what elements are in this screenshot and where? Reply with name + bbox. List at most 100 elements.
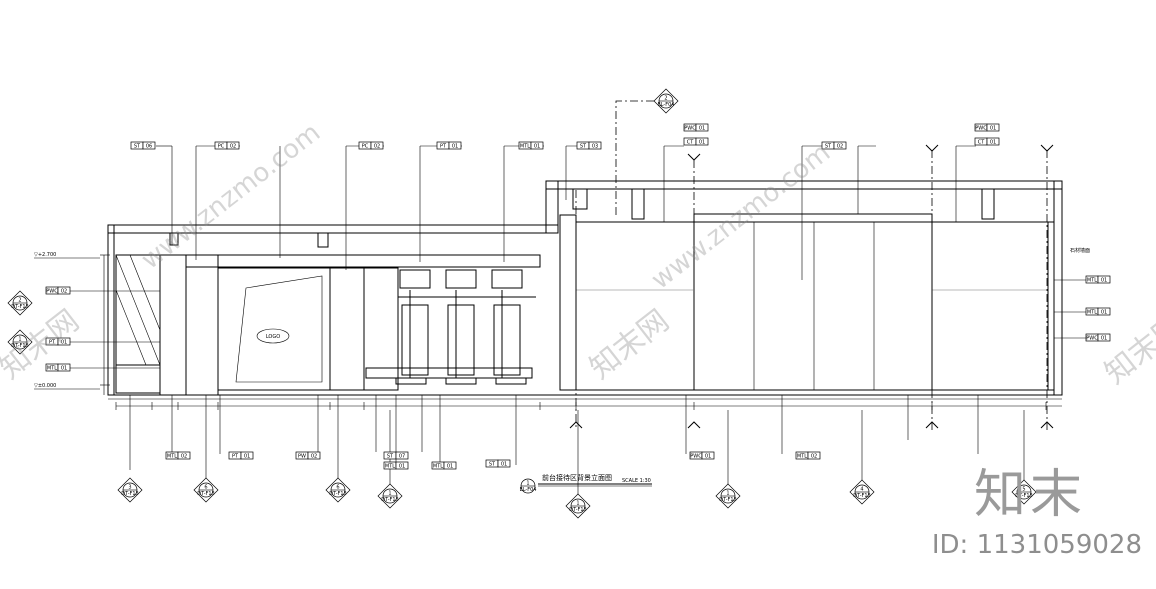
svg-text:PT: PT xyxy=(49,340,56,346)
svg-text:02: 02 xyxy=(374,144,380,150)
svg-text:6: 6 xyxy=(204,485,207,491)
svg-text:01: 01 xyxy=(699,126,705,132)
cabinet-doors xyxy=(365,269,536,385)
stone-column xyxy=(329,267,399,391)
material-tag: MTL 01 xyxy=(383,461,409,470)
svg-text:01: 01 xyxy=(447,464,453,470)
material-tag: PW 02 xyxy=(295,451,321,460)
svg-text:01: 01 xyxy=(1101,278,1107,284)
image-id: ID: 1131059028 xyxy=(931,530,1142,560)
ceiling-slab xyxy=(107,180,1063,396)
svg-text:DT-F13: DT-F13 xyxy=(853,493,871,499)
svg-text:01: 01 xyxy=(705,454,711,460)
material-tag: ST 01 xyxy=(485,459,511,468)
svg-text:2: 2 xyxy=(18,298,21,304)
svg-text:01: 01 xyxy=(61,366,67,372)
right-wall-section: 石材墙面 xyxy=(559,213,1090,391)
svg-text:MTL: MTL xyxy=(520,144,530,150)
material-tag: MTL 01 xyxy=(1085,307,1111,316)
material-tag: ST 03 xyxy=(576,141,602,150)
svg-text:1: 1 xyxy=(726,491,729,497)
svg-text:ST: ST xyxy=(134,144,141,150)
svg-text:PWC: PWC xyxy=(975,126,987,132)
material-tag: PC 02 xyxy=(358,141,384,150)
brand-watermark: 知末 xyxy=(973,465,1086,525)
svg-text:2: 2 xyxy=(664,96,667,102)
material-tag: MTL 02 xyxy=(795,451,821,460)
elevation-bottom: ▽±0.000 xyxy=(34,383,56,389)
svg-text:02: 02 xyxy=(811,454,817,460)
svg-text:5: 5 xyxy=(1022,487,1025,493)
material-tag: PWC 01 xyxy=(683,123,709,132)
svg-text:02: 02 xyxy=(311,454,317,460)
svg-text:1: 1 xyxy=(576,501,579,507)
svg-text:DT-F13: DT-F13 xyxy=(121,491,139,497)
svg-text:07: 07 xyxy=(399,454,405,460)
top-material-tags: ST 06 PC 02 PC 02 PT 01 MTL 01 ST 03 xyxy=(130,123,1000,150)
right-material-tags: MTL 01 MTL 01 PWC 01 xyxy=(1054,275,1111,342)
svg-text:DT-F13: DT-F13 xyxy=(11,304,29,310)
title-bubble: 1 EL-F04 xyxy=(520,478,537,494)
svg-text:MTL: MTL xyxy=(167,454,177,460)
svg-text:EL-F04: EL-F04 xyxy=(520,487,537,493)
svg-text:PT: PT xyxy=(232,454,239,460)
svg-text:CT: CT xyxy=(687,140,694,146)
svg-text:01: 01 xyxy=(244,454,250,460)
svg-text:PC: PC xyxy=(218,144,225,150)
svg-text:ST: ST xyxy=(580,144,587,150)
svg-text:ST: ST xyxy=(387,454,394,460)
material-tag: MTL 01 xyxy=(431,461,457,470)
svg-text:01: 01 xyxy=(534,144,540,150)
svg-text:DT-F13: DT-F13 xyxy=(197,491,215,497)
svg-text:02: 02 xyxy=(181,454,187,460)
logo-label: LOGO xyxy=(266,334,280,340)
section-bubble: 2 DT-F13 xyxy=(7,290,33,316)
svg-text:PWC: PWC xyxy=(46,289,58,295)
svg-text:DT-F13: DT-F13 xyxy=(569,507,587,513)
watermarks: www.znzmo.com www.znzmo.com 知末网 知末网 知末网 xyxy=(0,118,1156,392)
material-tag: PWC 01 xyxy=(974,123,1000,132)
material-tag: PT 01 xyxy=(228,451,254,460)
section-bubble: 6 DT-F13 xyxy=(193,477,219,503)
svg-text:01: 01 xyxy=(452,144,458,150)
watermark-site: www.znzmo.com xyxy=(646,138,836,296)
svg-text:MTL: MTL xyxy=(47,366,57,372)
svg-text:01: 01 xyxy=(990,140,996,146)
svg-text:MTL: MTL xyxy=(1087,278,1097,284)
section-lines xyxy=(569,100,1054,430)
drawing-title: 前台接待区背景立面图 SCALE 1:30 xyxy=(538,473,652,487)
material-tag: CT 01 xyxy=(974,137,1000,146)
material-tag: PWC 02 xyxy=(45,286,71,295)
svg-text:02: 02 xyxy=(61,289,67,295)
svg-text:PC: PC xyxy=(362,144,369,150)
material-tag: ST 06 xyxy=(130,141,156,150)
leader-lines-top xyxy=(156,145,976,280)
section-bubble: 1 DT-F13 xyxy=(565,493,591,519)
svg-text:1: 1 xyxy=(526,481,529,487)
svg-text:1: 1 xyxy=(388,491,391,497)
svg-text:DT-F13: DT-F13 xyxy=(381,497,399,503)
section-bubble: 6 DT-F13 xyxy=(325,477,351,503)
svg-text:MTL: MTL xyxy=(1087,310,1097,316)
svg-text:3: 3 xyxy=(128,485,131,491)
svg-text:DT-F13: DT-F13 xyxy=(1015,493,1033,499)
left-wall-section xyxy=(100,254,219,396)
svg-text:ST: ST xyxy=(489,462,496,468)
svg-text:4: 4 xyxy=(860,487,863,493)
logo-wall: LOGO xyxy=(217,267,331,391)
material-tag: PT 01 xyxy=(45,337,71,346)
detail-bubbles: 2 EL-F04 2 DT-F13 1 DT-F13 3 DT-F13 xyxy=(7,88,1037,519)
right-note: 石材墙面 xyxy=(1070,247,1090,254)
material-tag: PT 01 xyxy=(436,141,462,150)
material-tag: PWC 01 xyxy=(689,451,715,460)
svg-text:MTL: MTL xyxy=(385,464,395,470)
svg-text:CT: CT xyxy=(978,140,985,146)
watermark-cn: 知末网 xyxy=(1098,308,1156,391)
svg-text:ST: ST xyxy=(825,144,832,150)
svg-text:01: 01 xyxy=(1101,310,1107,316)
svg-text:PWC: PWC xyxy=(690,454,702,460)
svg-text:DT-F13: DT-F13 xyxy=(329,491,347,497)
svg-text:PWC: PWC xyxy=(684,126,696,132)
svg-text:MTL: MTL xyxy=(797,454,807,460)
